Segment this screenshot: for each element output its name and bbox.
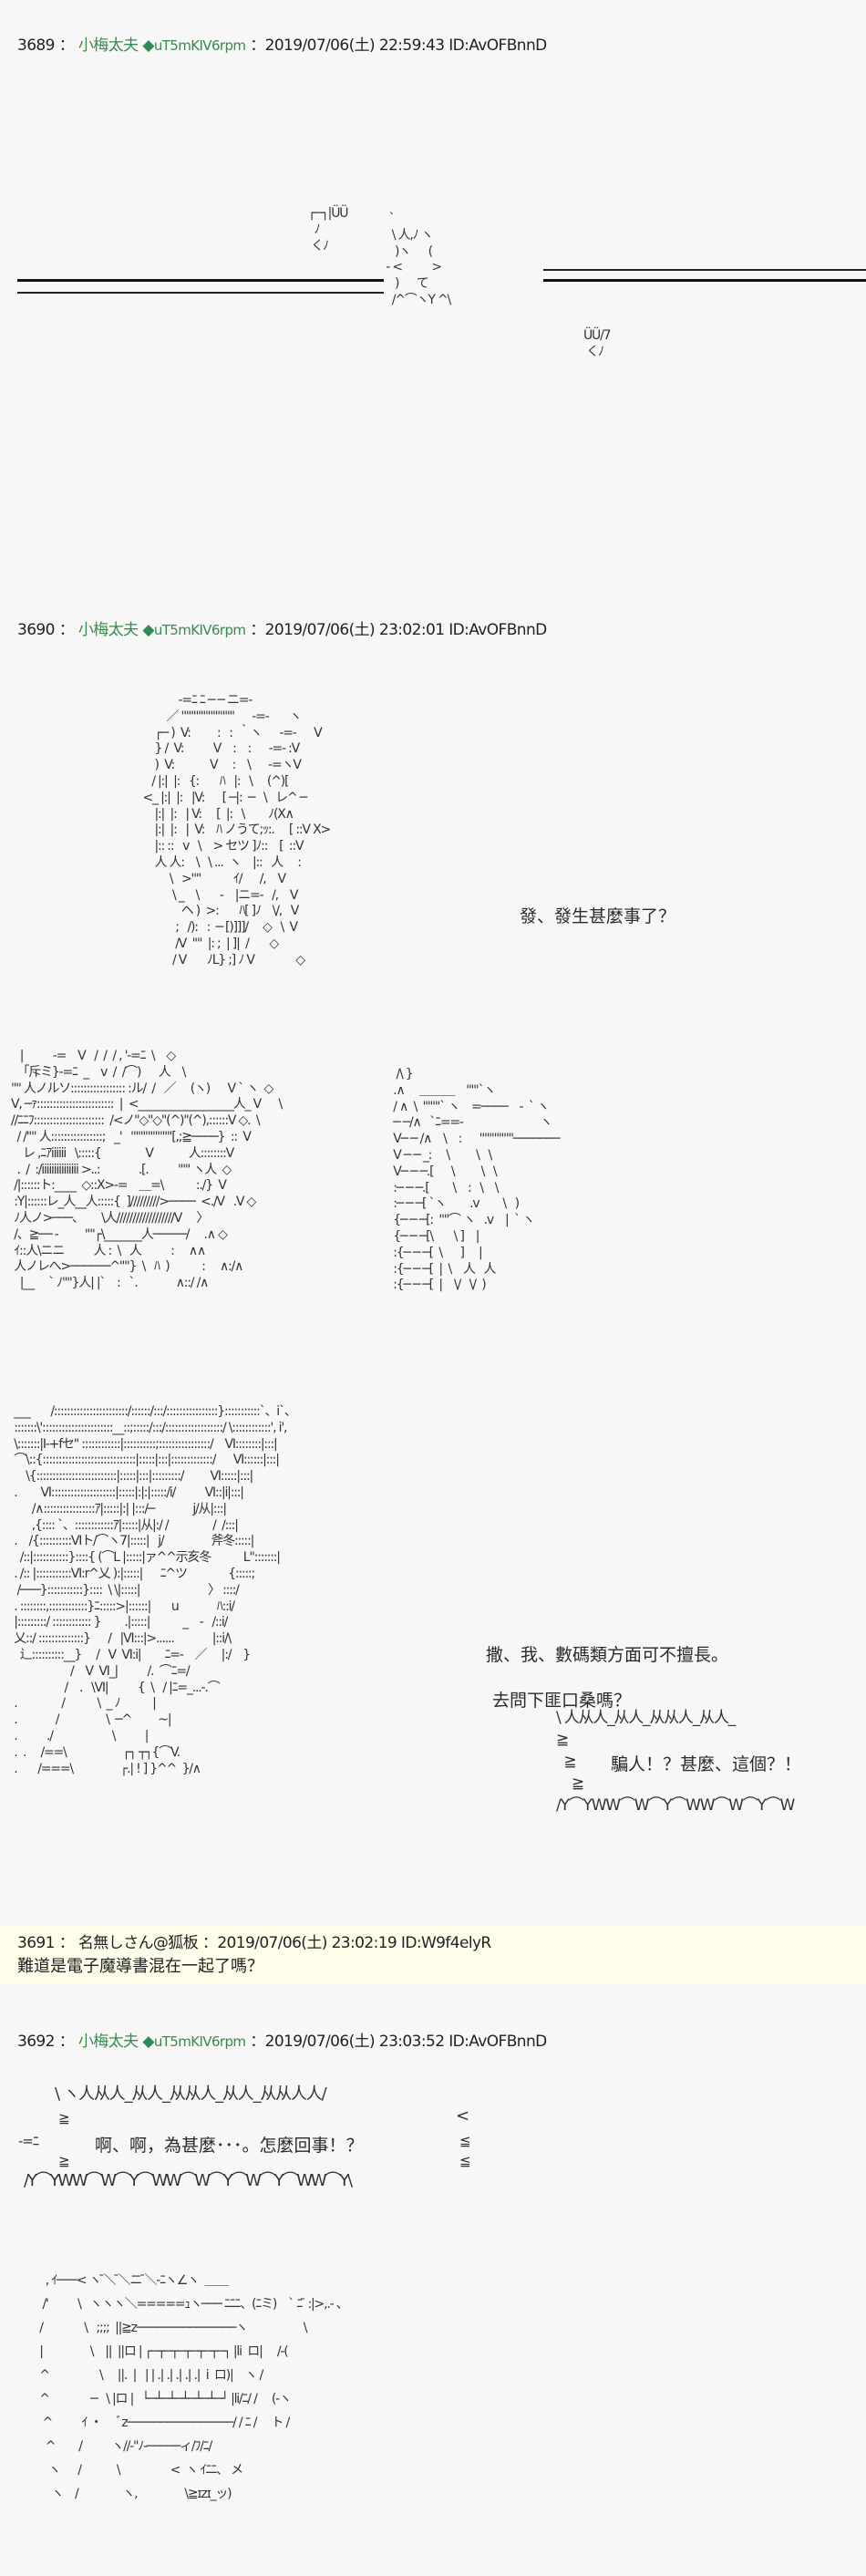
post-date-id: ：2019/07/06(土) 22:59:43 ID:AvOFBnnD <box>250 36 547 55</box>
trip-code: uT5mKIV6rpm <box>153 37 246 54</box>
post-date-id: ：2019/07/06(土) 23:02:01 ID:AvOFBnnD <box>250 621 547 639</box>
art-device: , ｲ───< ヽ ̄＼ ̄＼ニ ̄＼-ﾆヽ∠ヽ ＿＿ /' \ ヽヽヽ＼===… <box>39 2273 348 2501</box>
bubble-right-mark: ≦ <box>459 2153 471 2169</box>
post-header-3689: 3689 ： 小梅太夫 ◆uT5mKIV6rpm ：2019/07/06(土) … <box>17 32 547 55</box>
dialog-line-1: 發、發生甚麼事了？ <box>520 906 676 926</box>
post-header-3692: 3692 ： 小梅太夫 ◆uT5mKIV6rpm ：2019/07/06(土) … <box>17 2028 547 2051</box>
poster-name: 小梅太夫 <box>77 36 139 55</box>
post-date-id: ：2019/07/06(土) 23:03:52 ID:AvOFBnnD <box>250 2033 547 2051</box>
art-shout-bubble: \ 人从人_从人_从从人_从人_ ≧ ≧ ≧ /Y⌒YWW⌒W⌒Y⌒WW⌒W⌒Y… <box>556 1709 795 1815</box>
art-left-figure: ┌─┐|ÜÜ ﾉ くﾉ <box>308 206 349 253</box>
post-sep: ： <box>58 2033 75 2051</box>
poster-name: 名無しさん@狐板 <box>77 1934 199 1952</box>
speed-line-left-thick <box>17 279 384 282</box>
dialog-line-3: 去問下匪口桑嗎？ <box>492 1691 632 1711</box>
post-sep: ： <box>58 36 75 55</box>
poster-name: 小梅太夫 <box>77 2033 139 2051</box>
bubble-top-edge: \ ヽ人从人_从人_从从人_从人_从从人人/ <box>55 2085 327 2104</box>
art-right-figure: ÜÜ/7 くﾉ <box>583 328 612 359</box>
post-header-3691: 3691 ： 名無しさん@狐板 ：2019/07/06(土) 23:02:19 … <box>17 1929 491 1952</box>
bubble-right-mark: < <box>456 2106 469 2126</box>
post-date-id: ：2019/07/06(土) 23:02:19 ID:W9f4elyR <box>201 1934 491 1952</box>
art-second-panel: ___ /:::::::::::::::::::::::/::::::/:::/… <box>14 1404 297 1776</box>
dialog-line-2: 撒、我、數碼類方面可不擅長。 <box>486 1645 729 1665</box>
post-sep: ： <box>58 621 75 639</box>
art-character-upper: -=ﾆ ﾆ ─ ─ ニ=- ／ '''''''''''''''''''''' -… <box>142 693 332 967</box>
bubble-left-mark: ≧ <box>58 2153 70 2169</box>
post-sep: ： <box>58 1934 75 1952</box>
speed-line-left-thin <box>17 292 384 294</box>
post-number: 3692 <box>17 2033 55 2051</box>
post-body: 難道是電子魔導書混在一起了嗎？ <box>17 1957 263 1976</box>
bubble-bottom-edge: /Y⌒YWW⌒W⌒Y⌒WW⌒W⌒Y⌒W⌒Y⌒WW⌒Y\ <box>24 2171 353 2190</box>
speed-line-right-thick <box>543 279 866 282</box>
trip-code: uT5mKIV6rpm <box>153 2033 246 2050</box>
bubble-right-mark: ≦ <box>459 2133 471 2149</box>
bubble-text: 啊、啊，為甚麼･･･。怎麼回事！？ <box>95 2136 364 2156</box>
post-number: 3691 <box>17 1934 55 1952</box>
bubble-left-mark: ≧ <box>58 2110 70 2126</box>
post-header-3690: 3690 ： 小梅太夫 ◆uT5mKIV6rpm ：2019/07/06(土) … <box>17 616 547 639</box>
art-robe-right: /\ } .∧ ＿＿＿ '''''`ヽ / ∧ \ '''''''` ヽ =──… <box>393 1067 560 1293</box>
poster-name: 小梅太夫 <box>77 621 139 639</box>
art-character-lower: | -= V / / / , '-=ﾆ \ ◇ 「斥ミ}-=ﾆ _ v / /⌒… <box>11 1049 283 1291</box>
art-burst: ` \ 人,ﾉ ヽ )ヽ ( - < > ) て /^⌒ヽY ^\ <box>386 212 451 307</box>
trip-diamond-icon: ◆ <box>142 621 154 639</box>
post-number: 3690 <box>17 621 55 639</box>
post-number: 3689 <box>17 36 55 55</box>
trip-code: uT5mKIV6rpm <box>153 622 246 638</box>
speed-line-right-thin <box>543 269 866 271</box>
bubble-left-mark: -=ﾆ <box>18 2133 39 2149</box>
trip-diamond-icon: ◆ <box>142 36 154 55</box>
reply-post-3691: 3691 ： 名無しさん@狐板 ：2019/07/06(土) 23:02:19 … <box>0 1926 866 1984</box>
trip-diamond-icon: ◆ <box>142 2033 154 2051</box>
dialog-line-4: 騙人！？甚麼、這個？！ <box>611 1754 802 1774</box>
